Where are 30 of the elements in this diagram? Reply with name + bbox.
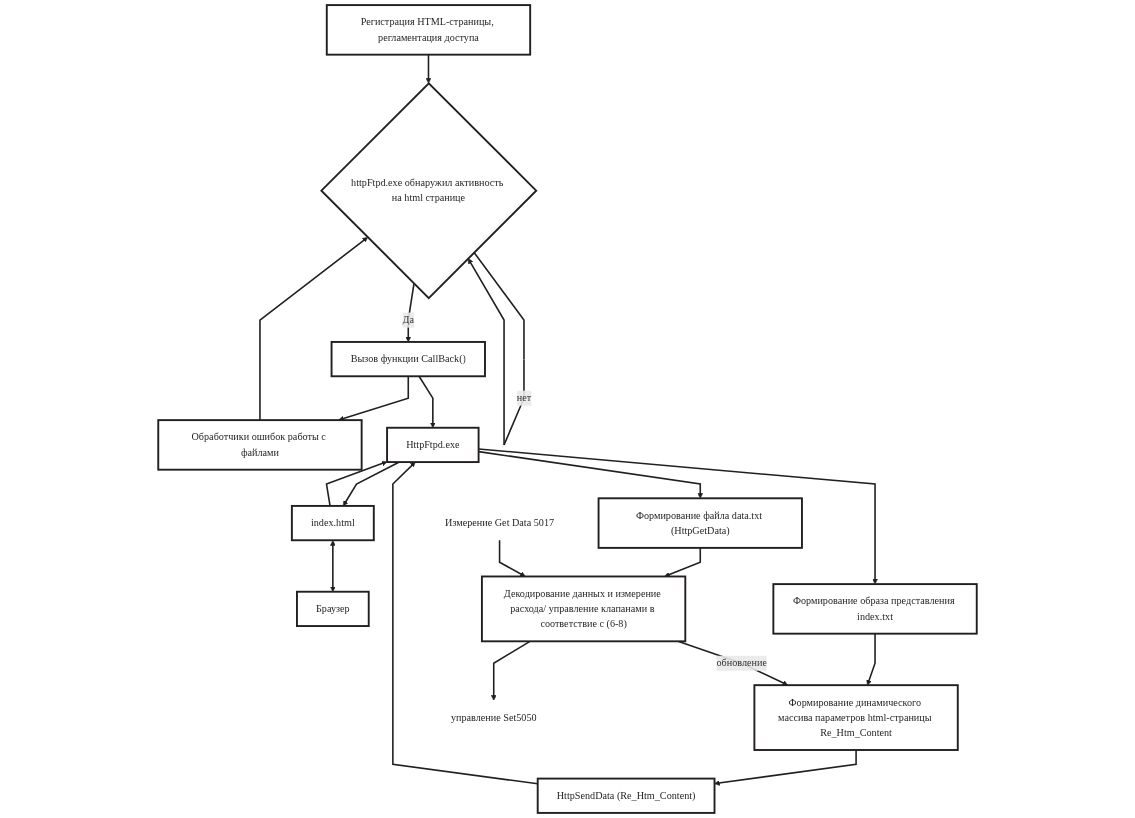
node-box: index.html — [290, 504, 375, 542]
node-box: Формирование образа представления index.txt — [772, 583, 978, 635]
node-box: HttpSendData (Re_Htm_Content) — [536, 777, 716, 814]
arrow — [714, 749, 857, 786]
arrow — [330, 540, 336, 592]
node-box: Регистрация HTML-страницы, регламентация доступа — [325, 4, 532, 56]
node-text: управление Set5050 — [450, 711, 537, 723]
node-diamond: httpFtpd.exe обнаружил активность на html странице — [320, 81, 538, 300]
node-box: Декодирование данных и измерение расхода/ управление клапанами в соответствие с (6-8) — [480, 575, 687, 643]
node-text: Измерение Get Data 5017 — [445, 517, 555, 529]
arrow — [866, 632, 876, 686]
edge-label: обновление — [716, 657, 767, 669]
arrow — [338, 375, 410, 422]
node-box: Вызов функции CallBack() — [330, 341, 486, 378]
arrow — [325, 460, 388, 507]
edge-label: нет — [516, 392, 532, 404]
arrow — [498, 539, 526, 577]
edge-label: Да — [402, 314, 414, 326]
arrow — [259, 237, 368, 421]
arrow — [467, 251, 525, 446]
node-box: Формирование динамического массива параметров html-страницы Re_Htm_Content — [753, 684, 959, 751]
node-box: Формирование файла data.txt (HttpGetData) — [597, 497, 803, 549]
arrow — [418, 375, 436, 428]
arrow — [490, 640, 531, 701]
node-box: HttpFtpd.exe — [386, 426, 480, 464]
arrow — [677, 640, 789, 686]
arrow — [425, 53, 432, 84]
node-box: Браузер — [296, 590, 370, 627]
node-box: Обработчики ошибок работы с файлами — [157, 419, 363, 471]
arrow — [664, 547, 702, 578]
